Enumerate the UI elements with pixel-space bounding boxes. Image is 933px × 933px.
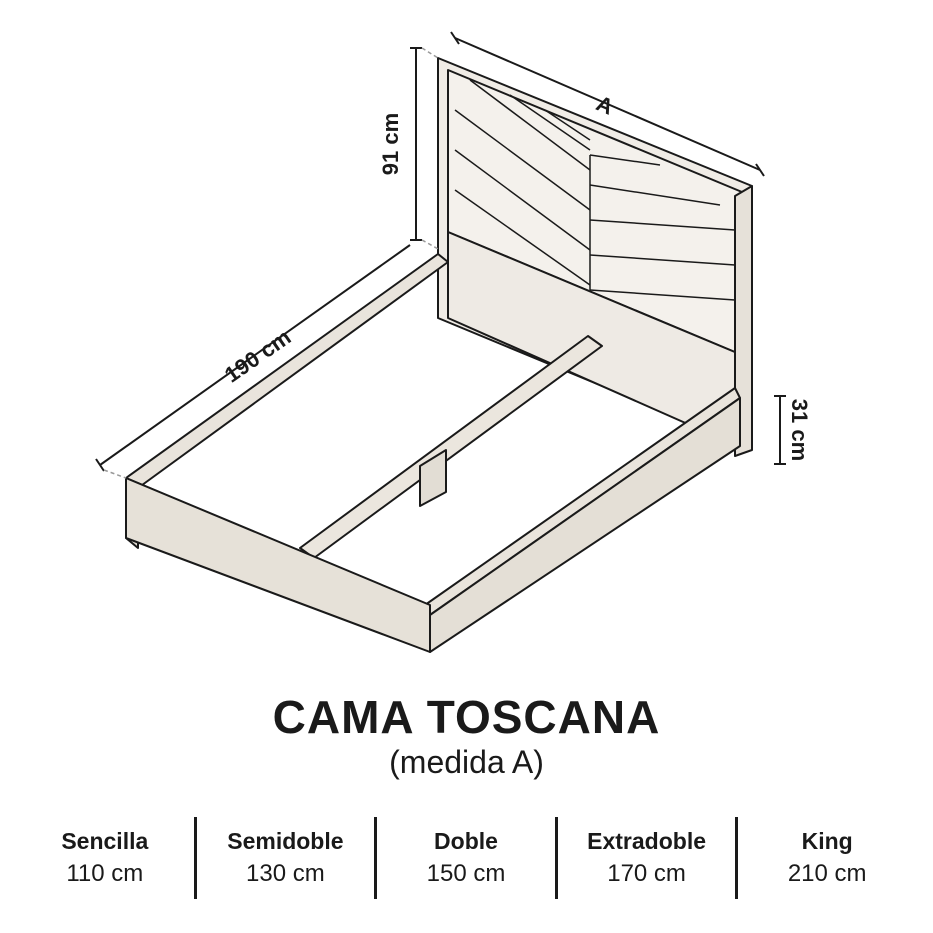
base-height-dim-label: 31 cm	[787, 399, 812, 461]
divider	[193, 816, 197, 899]
divider	[374, 816, 378, 899]
size-name: King	[801, 827, 853, 854]
product-subtitle: (medida A)	[389, 744, 544, 780]
size-sencilla: Sencilla 110 cm	[16, 815, 194, 900]
divider	[735, 816, 739, 899]
size-semidoble: Semidoble 130 cm	[197, 815, 375, 900]
bed-diagram: A 91 cm 190 cm 31 cm	[95, 31, 812, 653]
headboard-grain	[454, 79, 736, 301]
size-table: Sencilla 110 cm Semidoble 130 cm Doble 1…	[16, 815, 916, 900]
size-doble: Doble 150 cm	[377, 815, 555, 900]
product-title: CAMA TOSCANA	[272, 691, 661, 743]
length-dim-line	[99, 244, 411, 466]
size-value: 210 cm	[787, 859, 867, 887]
size-value: 170 cm	[607, 859, 686, 887]
size-value: 130 cm	[246, 859, 325, 887]
size-extradoble: Extradoble 170 cm	[558, 815, 736, 900]
headboard-post	[734, 185, 753, 457]
size-value: 110 cm	[66, 859, 144, 887]
size-name: Doble	[434, 827, 498, 854]
size-name: Extradoble	[587, 827, 707, 854]
size-value: 150 cm	[426, 859, 506, 887]
size-king: King 210 cm	[738, 815, 916, 900]
center-leg	[419, 449, 447, 507]
height-dim-label: 91 cm	[378, 113, 403, 175]
size-name: Semidoble	[227, 827, 344, 854]
width-dim-line	[454, 37, 761, 171]
left-side-rail	[125, 253, 449, 489]
size-name: Sencilla	[61, 827, 149, 854]
foot-rail-face	[125, 477, 431, 653]
divider	[554, 816, 558, 899]
width-dim-label: A	[593, 90, 617, 119]
